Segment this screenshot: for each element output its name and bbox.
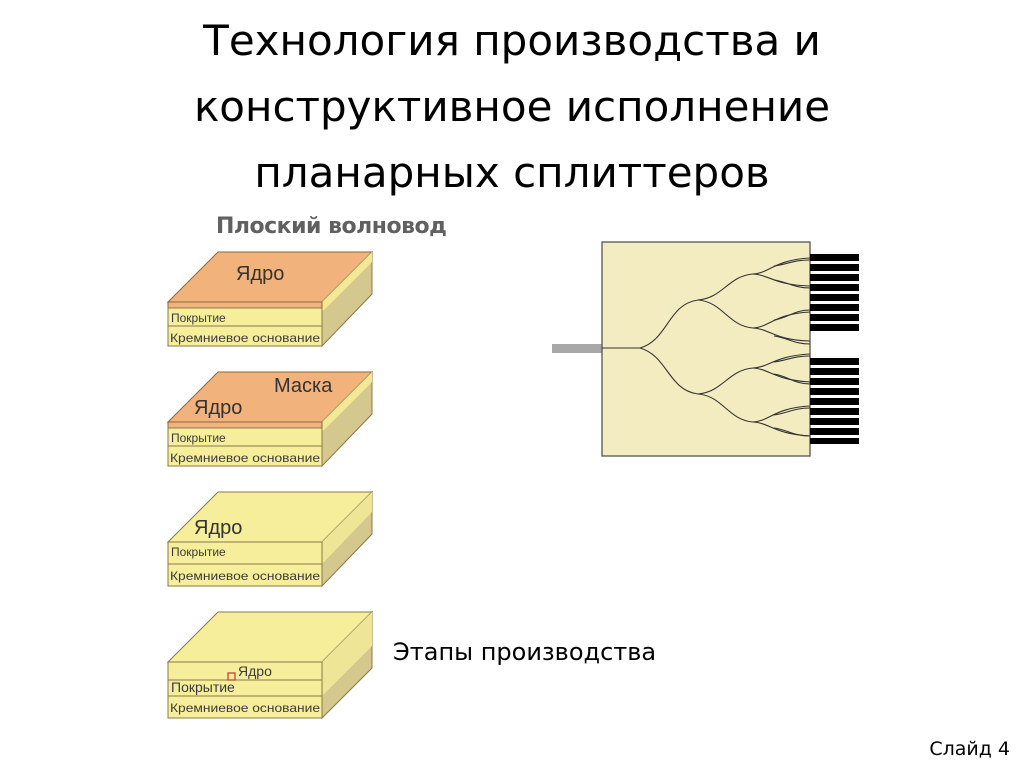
base-front xyxy=(167,325,323,347)
core-label: Ядро xyxy=(194,397,242,419)
title-line-2: конструктивное исполнение xyxy=(193,82,831,131)
stage-2-layer-stack: Маска Ядро Покрытие Кремниевое основание xyxy=(164,368,378,480)
stage-1-layer-stack: Ядро Покрытие Кремниевое основание xyxy=(164,248,378,360)
waveguide-tree xyxy=(602,257,811,437)
input-fiber xyxy=(552,344,602,353)
base-front xyxy=(167,695,323,719)
base-front xyxy=(167,563,323,587)
planar-waveguide-label: Плоский волновод xyxy=(216,214,447,239)
stage-4-layer-stack: Ядро Покрытие Кремниевое основание xyxy=(164,610,378,722)
base-label: Кремниевое основание xyxy=(170,569,320,583)
base-label: Кремниевое основание xyxy=(170,701,320,715)
buried-core xyxy=(227,672,236,681)
title-line-3: планарных сплиттеров xyxy=(254,148,770,197)
production-stages-caption: Этапы производства xyxy=(393,638,657,666)
base-front xyxy=(167,445,323,467)
slide-title: Технология производства и конструктивное… xyxy=(0,8,1024,206)
title-line-1: Технология производства и xyxy=(203,16,821,65)
cover-label: Покрытие xyxy=(171,545,226,559)
core-label: Ядро xyxy=(236,263,284,285)
core-front xyxy=(167,301,323,309)
cover-label: Покрытие xyxy=(171,431,226,445)
output-fiber-array xyxy=(810,254,859,444)
slide-number: Слайд 4 xyxy=(929,738,1010,760)
core-front xyxy=(167,421,323,429)
core-label: Ядро xyxy=(238,663,272,679)
base-label: Кремниевое основание xyxy=(170,331,320,345)
core-label: Ядро xyxy=(194,517,242,539)
chip-body xyxy=(601,241,811,457)
base-label: Кремниевое основание xyxy=(170,451,320,465)
splitter-chip-diagram xyxy=(548,240,868,465)
cover-label: Покрытие xyxy=(171,679,235,695)
mask-label: Маска xyxy=(274,375,333,397)
stage-3-layer-stack: Ядро Покрытие Кремниевое основание xyxy=(164,488,378,600)
cover-label: Покрытие xyxy=(171,311,226,325)
